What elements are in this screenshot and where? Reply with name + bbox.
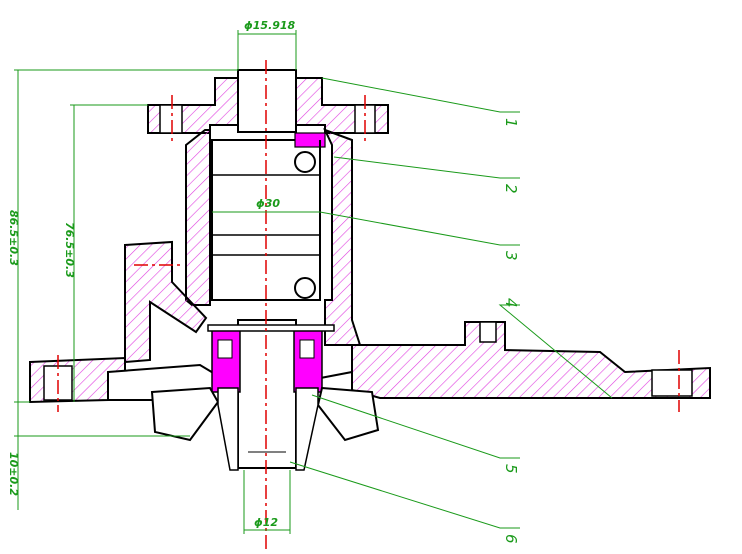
part-label-5: 5 (502, 464, 520, 474)
bearing-assembly (211, 132, 326, 301)
center-lines (57, 60, 680, 550)
dim-shaft-protrusion: 10±0.2 (7, 452, 20, 496)
part-label-1: 1 (502, 118, 520, 128)
part-label-4: 4 (502, 298, 520, 308)
dim-shaft-bottom-diameter: ϕ12 (254, 516, 278, 529)
part-label-2: 2 (502, 184, 520, 194)
dim-overall-height: 86.5±0.3 (7, 210, 20, 266)
pump-shaft (237, 69, 297, 469)
top-flange (147, 77, 389, 134)
dim-bearing-diameter: ϕ30 (256, 197, 280, 210)
part-label-3: 3 (502, 251, 520, 261)
mechanical-seal (207, 324, 335, 393)
impeller (150, 386, 380, 471)
pump-housing (29, 128, 711, 404)
dimension-lines (14, 30, 613, 534)
part-label-6: 6 (502, 534, 520, 544)
dim-flange-height: 76.5±0.3 (63, 222, 76, 278)
dim-shaft-top-diameter: ϕ15.918 (244, 19, 296, 32)
